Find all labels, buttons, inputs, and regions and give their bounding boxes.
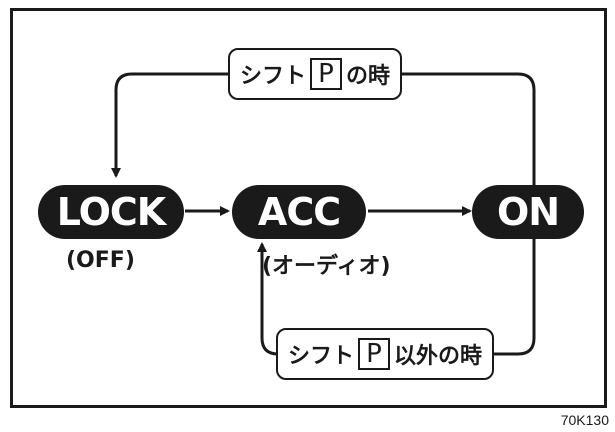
state-lock: LOCK [38, 185, 184, 239]
state-acc-sublabel: (オーディオ) [262, 254, 391, 279]
state-acc-label: ACC [257, 190, 341, 234]
state-on: ON [472, 185, 584, 239]
state-lock-label: LOCK [56, 190, 166, 234]
gear-p-box: P [310, 58, 343, 90]
condition-bottom-before: シフト [288, 344, 355, 369]
condition-bottom: シフト P 以外の時 [276, 328, 495, 380]
state-lock-sublabel: (OFF) [66, 248, 135, 273]
state-acc: ACC [232, 185, 366, 239]
condition-top-before: シフト [240, 64, 307, 89]
condition-top: シフト P の時 [228, 48, 403, 100]
gear-p-box: P [358, 338, 391, 370]
condition-top-after: の時 [346, 64, 391, 89]
state-on-label: ON [496, 190, 560, 234]
figure-id: 70K130 [560, 412, 609, 428]
condition-bottom-after: 以外の時 [394, 344, 483, 369]
